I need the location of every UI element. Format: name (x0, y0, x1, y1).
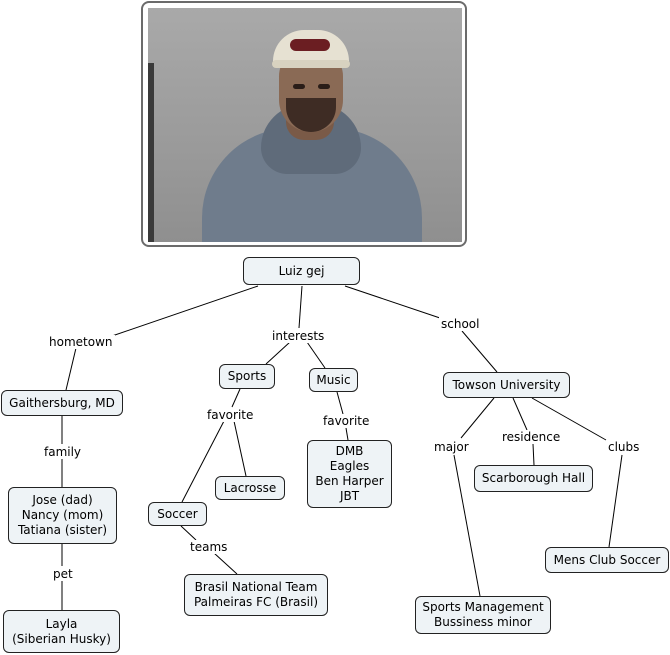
node-gaithersburg[interactable]: Gaithersburg, MD (1, 390, 123, 416)
line-towson-residence (513, 398, 527, 430)
link-label-interests: interests (270, 329, 326, 343)
profile-photo (141, 1, 467, 247)
line-clubs-mensclub (609, 455, 622, 547)
node-scarborough-label: Scarborough Hall (482, 471, 585, 486)
link-label-residence: residence (500, 430, 562, 444)
band-name: Eagles (330, 459, 370, 474)
background-door (148, 63, 154, 242)
cap-brim (272, 60, 350, 68)
node-mens-club-soccer-label: Mens Club Soccer (554, 553, 661, 568)
major-name: Sports Management (422, 600, 543, 615)
link-label-pet: pet (51, 567, 75, 581)
left-eye (293, 84, 305, 89)
node-root[interactable]: Luiz gej (243, 257, 360, 285)
pet-breed: (Siberian Husky) (12, 632, 111, 647)
family-member: Tatiana (sister) (18, 523, 107, 538)
line-favorite-lacrosse (234, 421, 246, 476)
node-sports-management[interactable]: Sports Management Bussiness minor (415, 596, 551, 634)
node-music[interactable]: Music (309, 368, 358, 392)
node-bands[interactable]: DMB Eagles Ben Harper JBT (307, 440, 392, 508)
line-root-school (345, 286, 440, 318)
minor-name: Bussiness minor (434, 615, 532, 630)
line-hometown-gaithersburg (66, 348, 76, 390)
link-label-school: school (439, 317, 481, 331)
line-school-towson (462, 331, 497, 372)
line-residence-scarborough (533, 444, 534, 465)
link-label-favorite-music: favorite (321, 414, 371, 428)
line-teams-teamsnode (214, 553, 237, 574)
line-music-favorite (337, 392, 343, 414)
band-name: DMB (336, 444, 364, 459)
line-soccer-teams (181, 526, 196, 540)
node-teams[interactable]: Brasil National Team Palmeiras FC (Brasi… (184, 574, 328, 616)
pet-name: Layla (46, 617, 78, 632)
link-label-family: family (42, 445, 83, 459)
link-label-hometown: hometown (47, 335, 115, 349)
band-name: JBT (340, 489, 359, 504)
link-label-clubs: clubs (606, 440, 641, 454)
node-scarborough[interactable]: Scarborough Hall (474, 465, 593, 492)
node-root-label: Luiz gej (279, 264, 325, 279)
line-interests-music (307, 342, 325, 368)
team-name: Palmeiras FC (Brasil) (194, 595, 318, 610)
line-sports-favorite (232, 389, 240, 407)
node-music-label: Music (316, 373, 350, 388)
line-root-interests (299, 286, 302, 328)
node-lacrosse-label: Lacrosse (224, 481, 277, 496)
right-eye (318, 84, 330, 89)
line-root-hometown (112, 286, 258, 336)
cap-logo (290, 39, 330, 51)
node-family[interactable]: Jose (dad) Nancy (mom) Tatiana (sister) (8, 487, 117, 544)
band-name: Ben Harper (315, 474, 383, 489)
node-towson-label: Towson University (453, 378, 561, 393)
link-label-favorite-sports: favorite (205, 408, 255, 422)
node-mens-club-soccer[interactable]: Mens Club Soccer (545, 547, 669, 573)
line-towson-major (461, 398, 494, 438)
line-favorite-bands (346, 428, 348, 440)
shirt-lettering (276, 194, 416, 224)
node-gaithersburg-label: Gaithersburg, MD (9, 396, 115, 411)
team-name: Brasil National Team (195, 580, 318, 595)
line-interests-sports (266, 342, 290, 364)
node-soccer-label: Soccer (157, 507, 197, 522)
link-label-teams: teams (188, 540, 229, 554)
node-soccer[interactable]: Soccer (148, 502, 207, 526)
family-member: Jose (dad) (32, 493, 92, 508)
link-label-major: major (432, 440, 471, 454)
node-sports[interactable]: Sports (219, 364, 275, 389)
node-lacrosse[interactable]: Lacrosse (215, 476, 285, 500)
node-layla[interactable]: Layla (Siberian Husky) (3, 610, 120, 653)
family-member: Nancy (mom) (22, 508, 104, 523)
node-towson[interactable]: Towson University (443, 372, 570, 398)
node-sports-label: Sports (228, 369, 266, 384)
photo-image (148, 8, 462, 242)
